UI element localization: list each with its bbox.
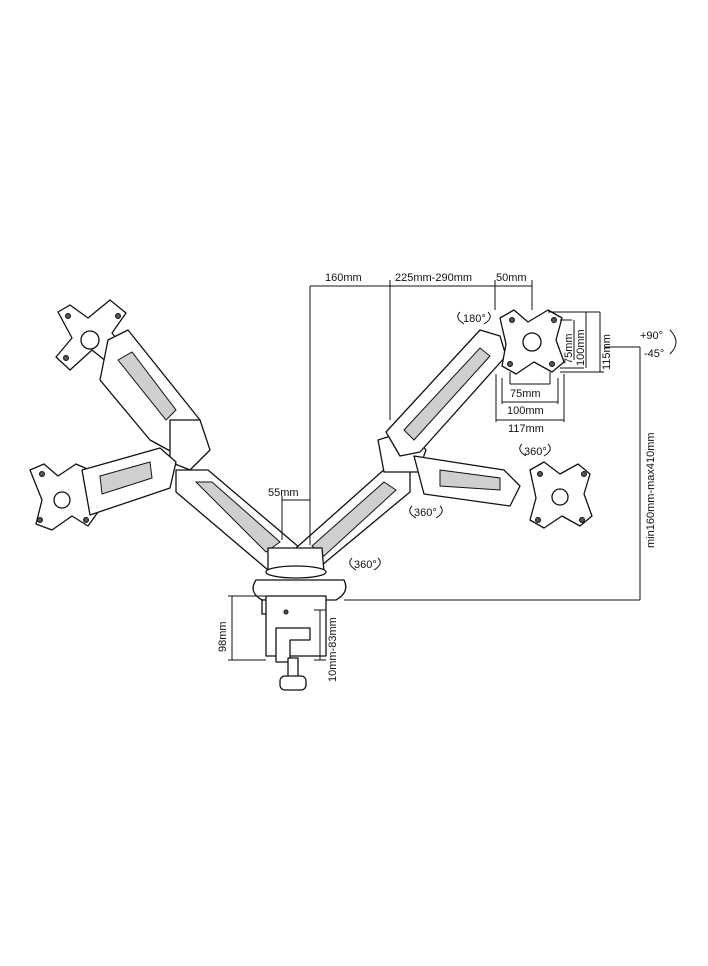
label-tilt-down: -45° — [644, 348, 664, 360]
label-plate-height: 115mm — [601, 334, 613, 370]
label-arm-reach: 225mm-290mm — [395, 272, 472, 284]
desk-clamp — [265, 595, 327, 691]
label-height-range: min160mm-max410mm — [645, 432, 657, 548]
label-pole-offset: 160mm — [325, 272, 362, 284]
label-plate-width: 117mm — [508, 423, 544, 435]
dimension-lines — [228, 280, 641, 661]
label-arm-spacing: 55mm — [268, 487, 299, 499]
left-upper-arm — [99, 329, 211, 471]
label-clamp-range: 10mm-83mm — [327, 617, 339, 682]
label-vesa-75-h: 75mm — [563, 333, 575, 364]
label-head-offset: 50mm — [496, 272, 527, 284]
label-vesa-100-h: 100mm — [575, 329, 587, 366]
label-vesa-100-w: 100mm — [507, 405, 544, 417]
label-rotate-base: 360° — [354, 559, 377, 571]
label-tilt-up: +90° — [640, 330, 663, 342]
rotation-arrows — [349, 311, 677, 571]
label-vesa-75-w: 75mm — [510, 388, 541, 400]
label-swivel-head: 180° — [463, 313, 486, 325]
right-lower-vesa-plate — [529, 461, 593, 529]
right-upper-vesa-plate — [499, 309, 565, 375]
right-lower-arm — [413, 455, 521, 507]
left-lower-arm — [81, 447, 177, 516]
label-rotate-arm: 360° — [414, 507, 437, 519]
label-rotate-plate: 360° — [524, 446, 547, 458]
right-upper-arm — [385, 329, 507, 457]
label-clamp-height: 98mm — [217, 621, 229, 652]
